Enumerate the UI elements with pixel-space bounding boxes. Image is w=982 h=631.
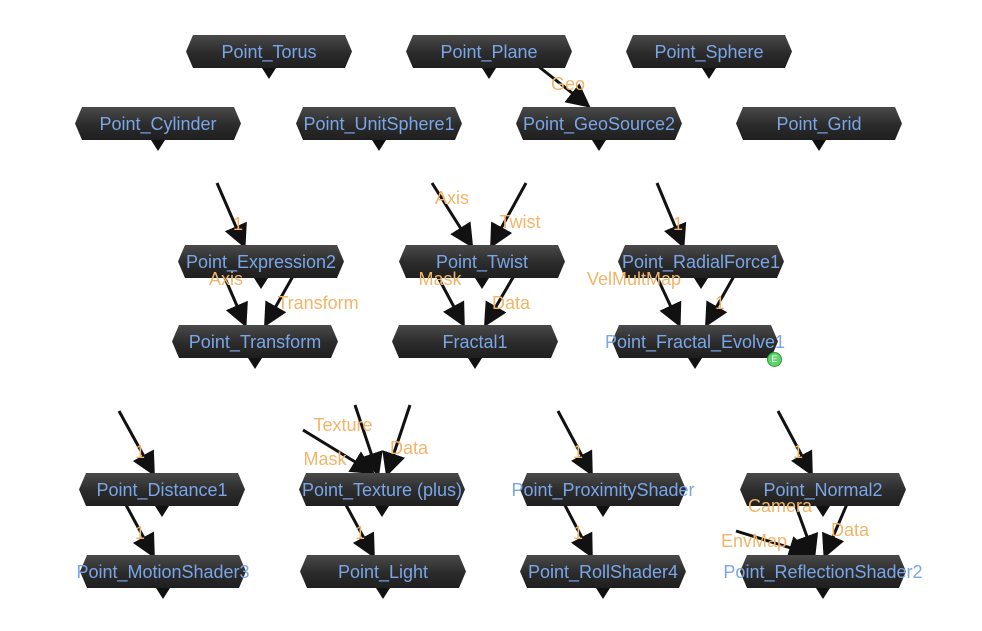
node-body[interactable] (172, 325, 338, 358)
output-port-arrow[interactable] (475, 278, 489, 289)
node-point-unitsphere1[interactable]: Point_UnitSphere1 (296, 107, 462, 151)
port-label-input-1: 1 (134, 442, 146, 462)
port-label-input-1: 1 (232, 214, 244, 234)
enabled-badge-icon[interactable]: E (767, 352, 782, 367)
output-port-arrow[interactable] (812, 140, 826, 151)
node-point-plane[interactable]: Point_Plane (406, 35, 572, 79)
output-port-arrow[interactable] (816, 588, 830, 599)
output-port-arrow[interactable] (375, 506, 389, 517)
node-body[interactable] (300, 555, 466, 588)
node-body[interactable] (299, 473, 465, 506)
node-body[interactable] (296, 107, 462, 140)
output-port-arrow[interactable] (816, 506, 830, 517)
port-label-mask: Mask (418, 269, 462, 289)
node-point-motionshader3[interactable]: Point_MotionShader3 (76, 555, 250, 599)
node-body[interactable] (626, 35, 792, 68)
port-label-data: Data (830, 520, 870, 540)
port-label-data: Data (389, 438, 429, 458)
output-port-arrow[interactable] (262, 68, 276, 79)
node-body[interactable] (736, 107, 902, 140)
output-port-arrow[interactable] (482, 68, 496, 79)
port-label-data: Data (491, 293, 531, 313)
node-body[interactable] (75, 107, 241, 140)
node-point-torus[interactable]: Point_Torus (186, 35, 352, 79)
node-body[interactable] (520, 555, 686, 588)
port-label-twist: Twist (499, 212, 541, 232)
port-label-axis: Axis (434, 188, 470, 208)
node-fractal1[interactable]: Fractal1 (392, 325, 558, 369)
output-port-arrow[interactable] (694, 278, 708, 289)
node-point-expression2[interactable]: Point_Expression2 (178, 245, 344, 289)
port-label-axis: Axis (208, 269, 244, 289)
node-point-light[interactable]: Point_Light (300, 555, 466, 599)
node-point-proximityshader[interactable]: Point_ProximityShader (511, 473, 695, 517)
output-port-arrow[interactable] (596, 506, 610, 517)
output-port-arrow[interactable] (254, 278, 268, 289)
wire-texture-data (382, 404, 412, 477)
node-body[interactable] (516, 107, 682, 140)
node-body[interactable] (612, 325, 778, 358)
node-point-reflectionshader2[interactable]: Point_ReflectionShader2 (723, 555, 923, 599)
output-port-arrow[interactable] (155, 506, 169, 517)
port-label-input-1: 1 (572, 523, 584, 543)
output-port-arrow[interactable] (688, 358, 702, 369)
port-label-geo: Geo (550, 74, 586, 94)
port-label-input-1: 1 (134, 523, 146, 543)
node-body[interactable] (186, 35, 352, 68)
wire-twist-twist (490, 182, 528, 249)
output-port-arrow[interactable] (376, 588, 390, 599)
node-point-distance1[interactable]: Point_Distance1 (79, 473, 245, 517)
node-point-grid[interactable]: Point_Grid (736, 107, 902, 151)
output-port-arrow[interactable] (468, 358, 482, 369)
wire-proximity-input (556, 410, 593, 477)
node-point-rollshader4[interactable]: Point_RollShader4 (520, 555, 686, 599)
port-label-transform: Transform (277, 293, 359, 313)
port-label-velmultmap: VelMultMap (586, 269, 682, 289)
port-label-input-1: 1 (792, 442, 804, 462)
port-label-input-1: 1 (672, 214, 684, 234)
node-body[interactable] (80, 555, 246, 588)
node-point-cylinder[interactable]: Point_Cylinder (75, 107, 241, 151)
node-body[interactable] (392, 325, 558, 358)
node-body[interactable] (406, 35, 572, 68)
node-body[interactable] (740, 555, 906, 588)
node-body[interactable] (399, 245, 565, 278)
wire-refl-envmap (735, 529, 813, 560)
output-port-arrow[interactable] (702, 68, 716, 79)
output-port-arrow[interactable] (156, 588, 170, 599)
wire-radialforce-input (655, 182, 687, 249)
port-label-input-1: 1 (354, 523, 366, 543)
wire-normal-input (776, 410, 813, 477)
node-body[interactable] (740, 473, 906, 506)
wire-expression-input (215, 182, 247, 249)
wire-distance-input (117, 410, 155, 477)
node-point-fractal-evolve1[interactable]: Point_Fractal_Evolve1 (605, 325, 785, 369)
output-port-arrow[interactable] (596, 588, 610, 599)
node-point-transform[interactable]: Point_Transform (172, 325, 338, 369)
port-label-mask: Mask (303, 449, 347, 469)
node-body[interactable] (178, 245, 344, 278)
port-label-input-1: 1 (714, 293, 726, 313)
node-body[interactable] (520, 473, 686, 506)
output-port-arrow[interactable] (372, 140, 386, 151)
node-point-texture-plus[interactable]: Point_Texture (plus) (299, 473, 465, 517)
wire-plane-to-geosource (537, 64, 591, 108)
output-port-arrow[interactable] (248, 358, 262, 369)
node-point-geosource2[interactable]: Point_GeoSource2 (516, 107, 682, 151)
node-body[interactable] (79, 473, 245, 506)
port-label-texture: Texture (313, 415, 373, 435)
port-label-input-1: 1 (572, 442, 584, 462)
output-port-arrow[interactable] (592, 140, 606, 151)
node-point-sphere[interactable]: Point_Sphere (626, 35, 792, 79)
port-label-envmap: EnvMap (720, 531, 788, 551)
node-body[interactable] (618, 245, 784, 278)
wire-texture-mask (302, 428, 376, 475)
wire-twist-axis (430, 182, 474, 249)
output-port-arrow[interactable] (151, 140, 165, 151)
port-label-camera: Camera (747, 496, 813, 516)
